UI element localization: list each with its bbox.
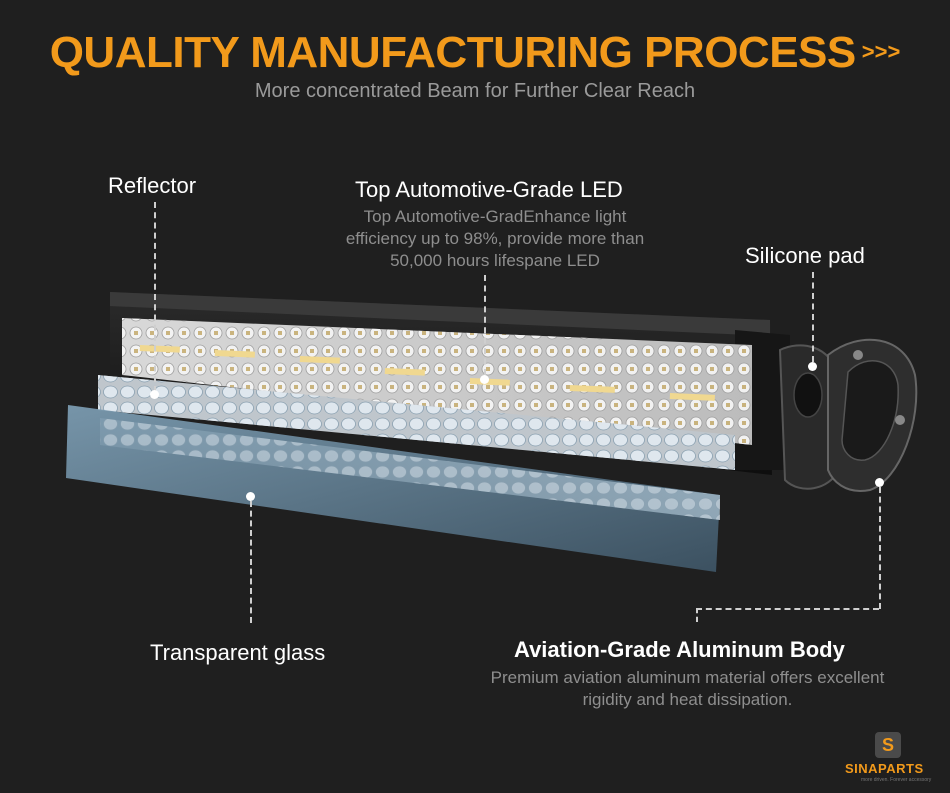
led-leader-line [484,275,486,375]
led-marker [480,375,489,384]
silicone-pad-marker [808,362,817,371]
body-description: Premium aviation aluminum material offer… [445,667,930,711]
body-label: Aviation-Grade Aluminum Body [514,637,845,662]
body-leader-line-horizontal [696,608,879,610]
led-description-line: Top Automotive-GradEnhance light [363,207,627,226]
brand-logo: S SINAPARTS more driven. Forever accesso… [845,732,940,787]
title-arrows: >>> [861,39,901,64]
transparent-glass-lens [66,405,720,572]
reflector-label: Reflector [108,173,197,198]
silicone-pad-label: Silicone pad [745,243,865,268]
reflector-marker [150,390,159,399]
page-title: QUALITY MANUFACTURING PROCESS [49,28,857,77]
body-leader-line-stub [696,608,698,622]
brand-name: SINAPARTS [845,761,924,776]
led-description-line: efficiency up to 98%, provide more than [345,229,645,248]
body-description-line: rigidity and heat dissipation. [582,690,793,709]
body-marker [875,478,884,487]
body-description-line: Premium aviation aluminum material offer… [490,668,885,687]
led-pcb-board [122,318,752,445]
brand-tagline: more driven. Forever accessory [861,777,932,783]
page-title-row: QUALITY MANUFACTURING PROCESS>>> [0,28,950,78]
glass-marker [246,492,255,501]
mounting-bracket [827,338,918,492]
led-description: Top Automotive-GradEnhance light efficie… [300,206,690,272]
led-label: Top Automotive-Grade LED [355,177,623,202]
reflector-row [98,375,735,470]
reflector-leader-line [154,202,156,392]
led-description-line: 50,000 hours lifespane LED [390,251,600,270]
body-leader-line-vertical [879,487,881,609]
glass-label: Transparent glass [150,640,326,665]
glass-leader-line [250,501,252,623]
brand-badge-icon: S [875,732,901,758]
silicone-pad-leader-line [812,272,814,362]
page-subtitle: More concentrated Beam for Further Clear… [254,80,696,102]
